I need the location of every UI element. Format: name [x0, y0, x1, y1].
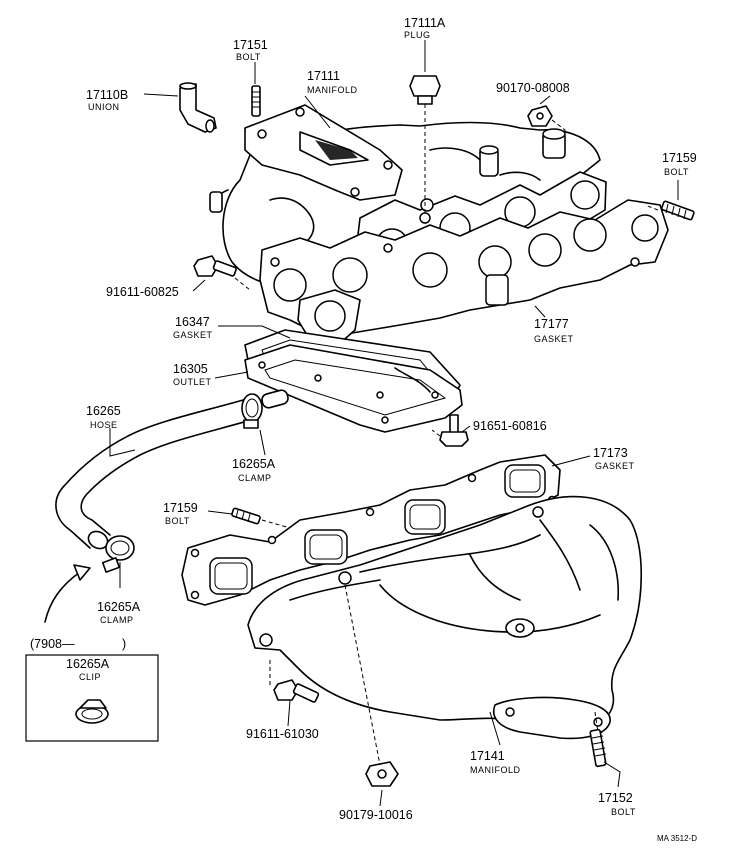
label-16265-number: 16265: [86, 404, 121, 418]
bolt-17151: [251, 85, 261, 117]
label-91651-number: 91651-60816: [473, 419, 547, 433]
label-90179-number: 90179-10016: [339, 808, 413, 822]
plug-17111A: [409, 75, 441, 105]
diagram-code: MA 3512-D: [657, 834, 697, 843]
outlet-assembly: [244, 289, 463, 433]
label-16265A-clip-number: 16265A: [66, 657, 110, 671]
leader-lines: [109, 40, 679, 807]
clip-drawing: [75, 699, 109, 724]
label-17159b-name: BOLT: [165, 516, 190, 526]
label-16265A-bot-name: CLAMP: [100, 615, 134, 625]
label-17151-name: BOLT: [236, 52, 261, 62]
clip-inset: [25, 654, 159, 742]
exhaust-manifold-17141: [247, 495, 643, 740]
label-17173-name: GASKET: [595, 461, 635, 471]
label-91611-61030-number: 91611-61030: [246, 727, 319, 741]
label-17110B-name: UNION: [88, 102, 120, 112]
label-16347-name: GASKET: [173, 330, 213, 340]
stud-17159-lower: [231, 507, 261, 525]
label-17173-number: 17173: [593, 446, 628, 460]
label-17141-number: 17141: [470, 749, 505, 763]
labels: 17111A PLUG 17151 BOLT 17111 MANIFOLD 17…: [30, 16, 697, 843]
label-17152-name: BOLT: [611, 807, 636, 817]
label-16265A-clip-name: CLIP: [79, 672, 101, 682]
label-17152-number: 17152: [598, 791, 633, 805]
inset-date-close: ): [122, 637, 126, 651]
label-17141-name: MANIFOLD: [470, 765, 521, 775]
inset-date-label: (7908—: [30, 637, 75, 651]
stud-17152: [589, 728, 607, 768]
bolt-91651-60816: [439, 414, 469, 447]
label-16305-name: OUTLET: [173, 377, 212, 387]
nut-90179-10016: [365, 761, 399, 787]
label-17159a-number: 17159: [662, 151, 697, 165]
union-17110B: [179, 82, 217, 133]
nut-90170-08008: [527, 105, 553, 127]
label-16265A-top-name: CLAMP: [238, 473, 272, 483]
label-17111-name: MANIFOLD: [307, 85, 358, 95]
label-16265A-bot-number: 16265A: [97, 600, 141, 614]
bolt-91611-61030: [273, 679, 320, 703]
label-17159b-number: 17159: [163, 501, 198, 515]
alignment-lines: [234, 104, 659, 766]
direction-arrow: [44, 564, 91, 623]
label-17111A-number: 17111A: [404, 16, 446, 30]
hose-16265: [55, 393, 263, 550]
label-17110B-number: 17110B: [86, 88, 128, 102]
bolt-91611-60825: [193, 255, 237, 277]
label-16265A-top-number: 16265A: [232, 457, 276, 471]
label-16305-number: 16305: [173, 362, 208, 376]
label-17177-name: GASKET: [534, 334, 574, 344]
stud-17159-upper: [661, 200, 695, 221]
exhaust-gasket-17173: [181, 454, 561, 606]
label-90170-number: 90170-08008: [496, 81, 570, 95]
clamp-16265A-lower: [101, 535, 135, 573]
label-17177-number: 17177: [534, 317, 569, 331]
label-17111-number: 17111: [307, 69, 340, 83]
label-17111A-name: PLUG: [404, 30, 431, 40]
label-17151-number: 17151: [233, 38, 268, 52]
label-91611-60825-number: 91611-60825: [106, 285, 179, 299]
label-16265-name: HOSE: [90, 420, 118, 430]
label-16347-number: 16347: [175, 315, 210, 329]
label-17159a-name: BOLT: [664, 167, 689, 177]
gasket-17177: [259, 199, 669, 336]
